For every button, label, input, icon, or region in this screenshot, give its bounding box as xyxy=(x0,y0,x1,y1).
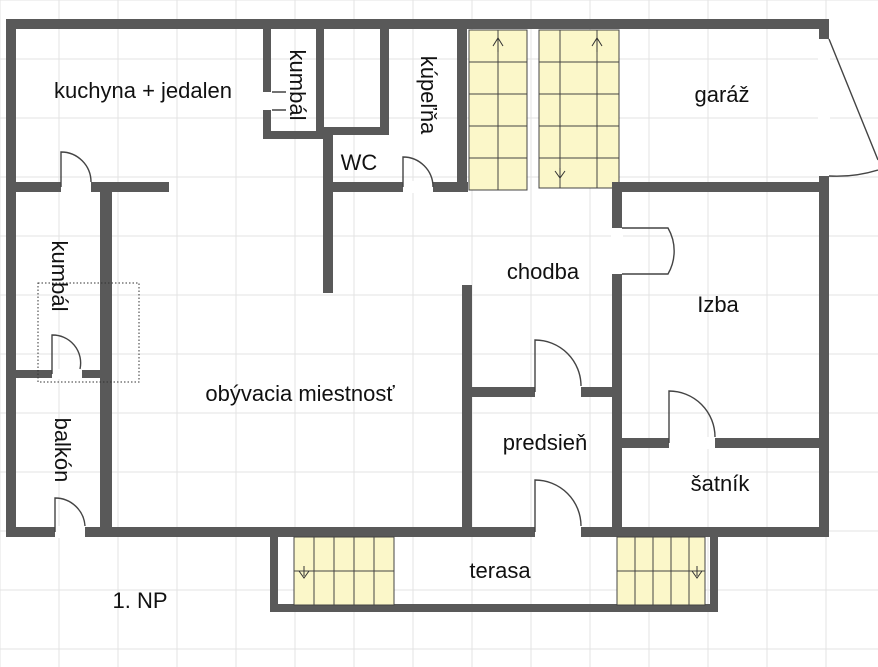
door-wc xyxy=(402,156,434,188)
room-label-kumbal-top: kumbál xyxy=(285,50,310,121)
room-label-kumbal-left: kumbál xyxy=(47,241,72,312)
room-label-obyvacia: obývacia miestnosť xyxy=(205,381,395,406)
door-kitchen xyxy=(60,151,92,187)
room-label-kupelna: kúpeľňa xyxy=(416,56,441,135)
door-predsien xyxy=(534,479,582,532)
room-label-kuchyna: kuchyna + jedalen xyxy=(54,78,232,103)
door-chodba xyxy=(534,339,582,392)
walls xyxy=(6,19,829,537)
door-balkon xyxy=(54,497,86,532)
door-kumbal-left xyxy=(51,334,82,374)
floor-label: 1. NP xyxy=(112,588,167,613)
staircase-up-1 xyxy=(468,29,528,191)
room-label-chodba: chodba xyxy=(507,259,580,284)
door-satnik xyxy=(668,390,716,443)
doors xyxy=(51,38,878,532)
door-gaps xyxy=(52,39,830,538)
room-label-izba: Izba xyxy=(697,292,739,317)
room-label-terasa: terasa xyxy=(469,558,531,583)
terrace xyxy=(270,536,718,612)
door-izba xyxy=(622,227,675,275)
room-label-satnik: šatník xyxy=(691,471,751,496)
room-labels: kuchyna + jedalen kumbál kúpeľňa WC gará… xyxy=(47,50,750,613)
room-label-garaz: garáž xyxy=(694,82,749,107)
room-label-wc: WC xyxy=(341,150,378,175)
door-kumbal-top xyxy=(272,91,286,111)
room-label-balkon: balkón xyxy=(50,418,75,483)
staircase-up-2 xyxy=(538,29,620,189)
door-garage xyxy=(828,38,878,177)
dotted-outline xyxy=(37,282,140,383)
room-label-predsien: predsieň xyxy=(503,430,587,455)
